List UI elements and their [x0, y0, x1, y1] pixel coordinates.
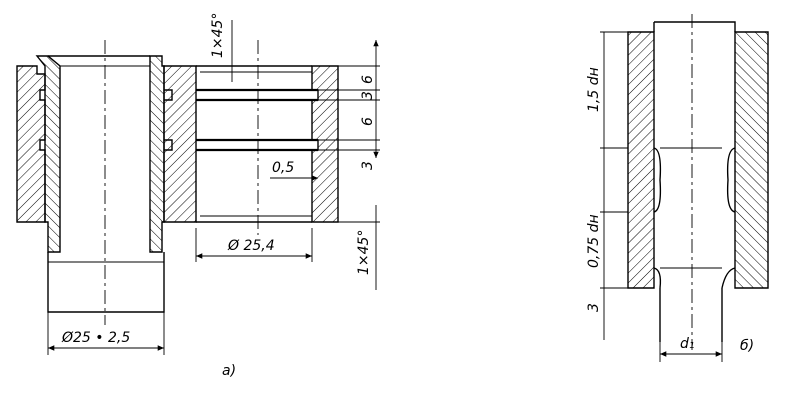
caption-b: б)	[740, 338, 754, 354]
dim-bottom-chamfer: 1×45°	[356, 230, 372, 275]
dim-sleeve: Ø25 • 2,5	[61, 330, 130, 346]
b-dim-middle: 0,75 dн	[586, 214, 602, 268]
dim-h3: 6	[360, 117, 376, 126]
b-dim-width: d₁	[680, 336, 695, 352]
sleeve-right-wall	[149, 55, 165, 253]
pipe-bottom	[47, 252, 165, 313]
dim-h4: 3	[360, 161, 376, 170]
dim-h2: 3	[360, 91, 376, 100]
b-right-wall	[734, 31, 769, 289]
caption-a: а)	[222, 363, 236, 379]
b-pipe	[654, 21, 736, 32]
left-plate	[16, 65, 46, 223]
dim-top-chamfer: 1×45°	[210, 13, 226, 58]
b-dim-bottom: 3	[586, 303, 602, 312]
dim-bore: Ø 25,4	[227, 238, 275, 254]
b-left-wall	[627, 31, 655, 289]
figure-b: 1,5 dн 0,75 dн 3 d₁ б)	[586, 14, 769, 362]
dim-h1: 6	[360, 75, 376, 84]
b-dim-upper: 1,5 dн	[586, 67, 602, 112]
figure-a: 1×45° 6 3 6 3 0,5 Ø 25,4 1×45° Ø25 • 2,5…	[16, 13, 380, 379]
dim-gap: 0,5	[272, 160, 294, 176]
